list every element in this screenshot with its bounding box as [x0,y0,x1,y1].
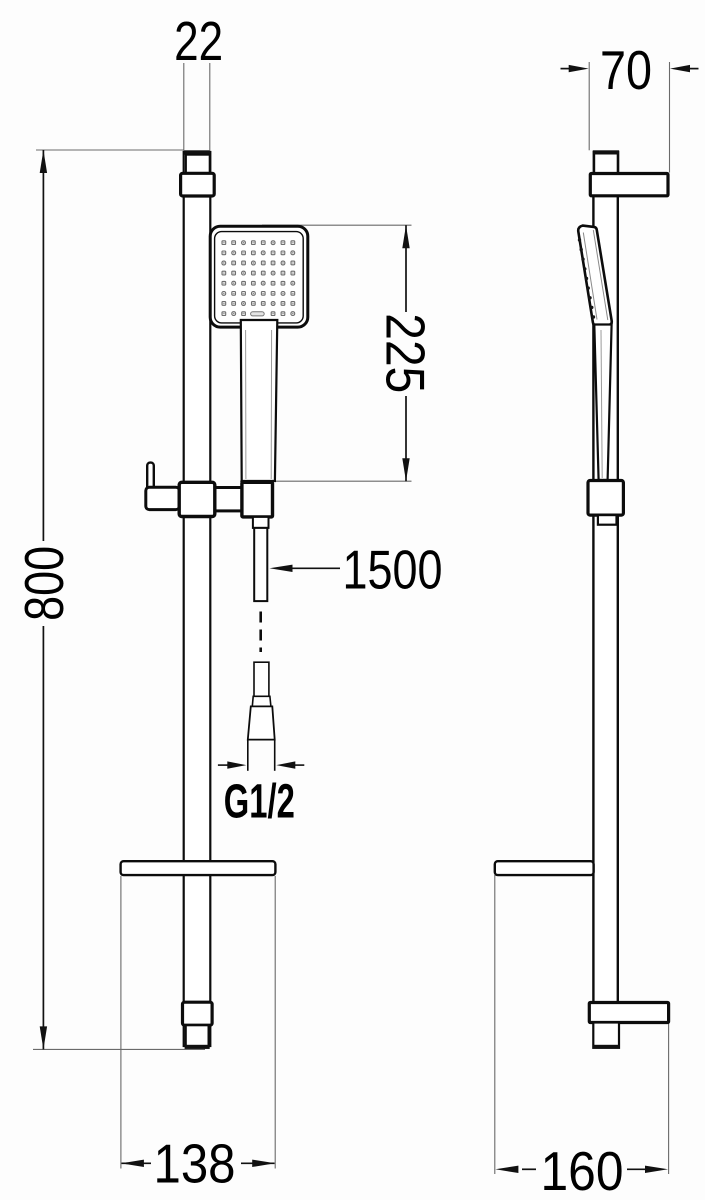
svg-text:225: 225 [374,313,436,393]
svg-text:70: 70 [600,39,652,101]
svg-text:22: 22 [174,10,223,72]
svg-text:1500: 1500 [343,539,443,601]
svg-text:800: 800 [13,546,75,621]
svg-text:G1/2: G1/2 [224,776,295,829]
svg-text:160: 160 [541,1140,624,1200]
svg-text:138: 138 [154,1133,236,1195]
